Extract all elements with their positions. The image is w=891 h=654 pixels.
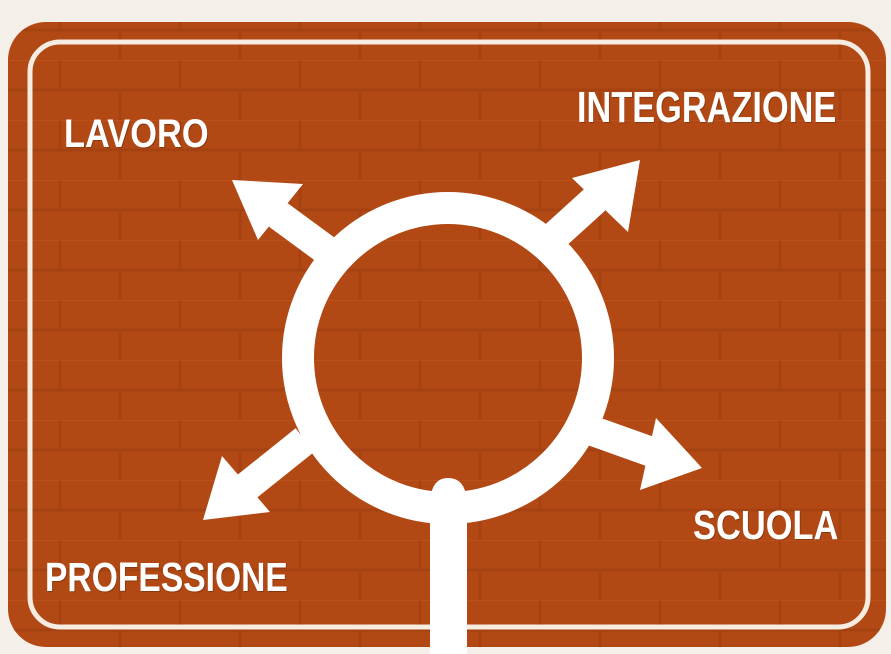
- entry-stem: [430, 505, 467, 654]
- label-integrazione: INTEGRAZIONE: [577, 83, 837, 132]
- label-professione: PROFESSIONE: [45, 554, 288, 600]
- label-lavoro: LAVORO: [64, 112, 209, 156]
- arrow-integrazione: [534, 160, 640, 257]
- arrow-scuola: [584, 415, 702, 490]
- arrow-professione: [203, 428, 315, 520]
- arrow-lavoro: [232, 180, 335, 263]
- label-scuola: SCUOLA: [693, 502, 839, 548]
- roundabout-arrows-icon: [203, 160, 702, 654]
